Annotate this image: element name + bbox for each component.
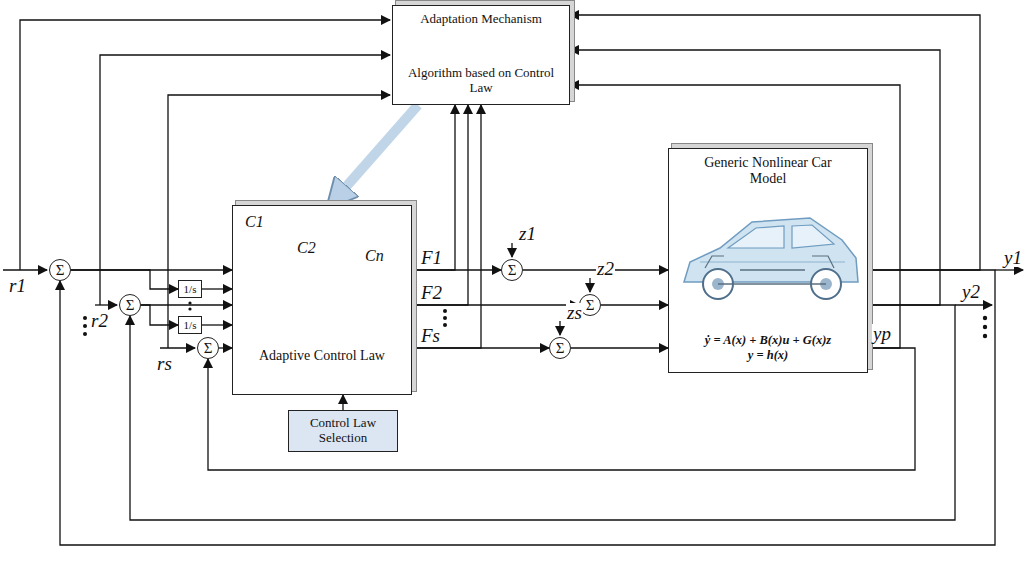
sum-sign: Σ xyxy=(204,341,213,356)
summing-junction: Σ xyxy=(119,294,141,316)
signal-label: r1 xyxy=(8,276,27,295)
output-wire xyxy=(955,304,992,305)
gain-label: Cn xyxy=(364,248,385,264)
signal-connector xyxy=(412,105,468,305)
force-label: F2 xyxy=(420,283,443,302)
input-wire xyxy=(160,347,195,348)
control-law-box: Adaptive Control Law xyxy=(232,205,412,395)
node-text: y = h(x) xyxy=(748,348,788,362)
signal-connector xyxy=(60,270,995,545)
signal-connector xyxy=(71,270,178,289)
plant-box: Generic Nonlinear Car Model ẏ = A(x) + B(… xyxy=(668,148,868,373)
force-label: Fs xyxy=(420,326,441,345)
signal-label: zs xyxy=(566,303,583,322)
car-illustration xyxy=(684,218,858,299)
integrator-box: 1/s xyxy=(178,280,202,298)
node-text: Algorithm based on Control Law xyxy=(397,66,565,96)
node-title: 1/s xyxy=(184,284,197,295)
signal-label: y2 xyxy=(961,282,981,301)
node-title: 1/s xyxy=(184,320,197,331)
summing-junction: Σ xyxy=(49,259,71,281)
signal-connector xyxy=(570,85,900,348)
signal-label: rs xyxy=(156,354,173,373)
signal-connector xyxy=(412,105,455,270)
signal-label: z1 xyxy=(518,224,537,243)
signal-connector xyxy=(202,288,232,289)
adaptation-arrow xyxy=(330,105,418,205)
force-label: F1 xyxy=(420,248,443,267)
signal-connector xyxy=(219,347,232,348)
selection-box: Control Law Selection xyxy=(288,410,398,452)
sum-sign: Σ xyxy=(556,341,565,356)
sum-sign: Σ xyxy=(586,298,595,313)
integrator-box: 1/s xyxy=(178,316,202,334)
output-wire xyxy=(995,269,1023,270)
signal-connector xyxy=(141,304,232,305)
summing-junction: Σ xyxy=(501,259,523,281)
node-title: Adaptation Mechanism xyxy=(420,12,542,27)
sum-sign: Σ xyxy=(56,263,65,278)
node-title: Adaptive Control Law xyxy=(259,348,385,364)
signal-connector xyxy=(571,347,668,348)
signal-label: y1 xyxy=(1003,248,1023,267)
adaptation-box: Adaptation MechanismAlgorithm based on C… xyxy=(392,5,570,105)
signal-connector xyxy=(202,324,232,325)
node-title: Generic Nonlinear Car Model xyxy=(698,155,838,187)
node-text: ẏ = A(x) + B(x)u + G(x)z xyxy=(705,333,831,347)
disturbance-wire xyxy=(589,278,590,292)
signal-connector xyxy=(141,305,178,325)
signal-connector xyxy=(342,395,343,410)
signal-label: z2 xyxy=(596,259,615,278)
gain-label: C2 xyxy=(296,240,317,256)
signal-connector xyxy=(570,15,980,270)
input-wire xyxy=(3,269,47,270)
signal-connector xyxy=(570,50,940,305)
gain-label: C1 xyxy=(244,214,265,230)
signal-connector xyxy=(601,304,668,305)
disturbance-wire xyxy=(559,321,560,335)
summing-junction: Σ xyxy=(549,337,571,359)
sum-sign: Σ xyxy=(508,263,517,278)
signal-label: yp xyxy=(872,324,892,343)
sum-sign: Σ xyxy=(126,298,135,313)
disturbance-wire xyxy=(511,243,512,257)
input-wire xyxy=(95,304,117,305)
node-title: Control Law Selection xyxy=(291,416,395,446)
summing-junction: Σ xyxy=(197,337,219,359)
signal-connector xyxy=(412,105,481,348)
reference-lines xyxy=(3,20,1023,348)
signal-label: r2 xyxy=(90,311,109,330)
